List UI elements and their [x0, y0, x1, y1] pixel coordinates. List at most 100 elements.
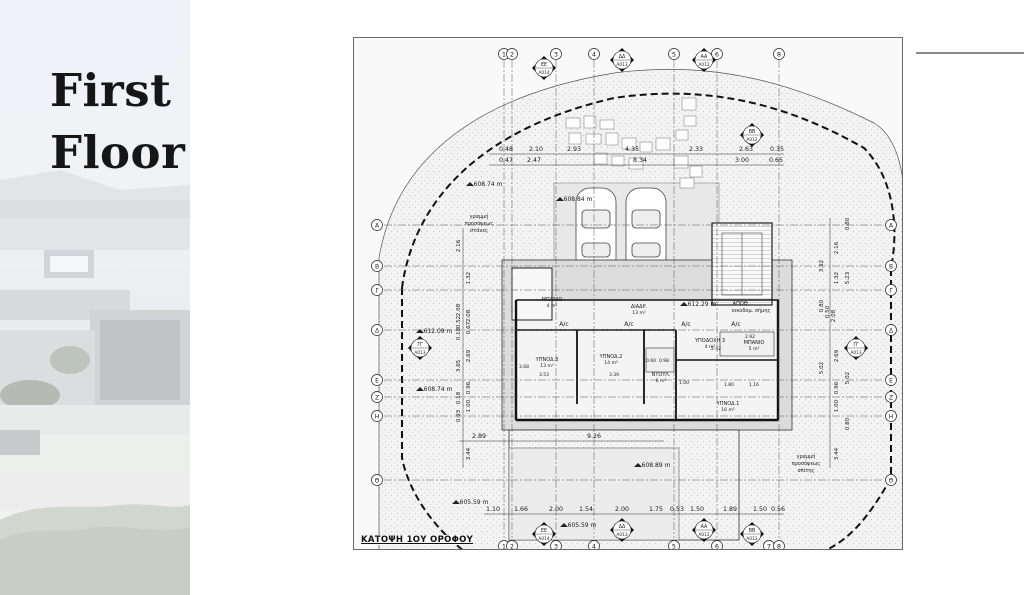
dim-right-vertical: 2.08 — [831, 309, 837, 322]
annotation-text: γραμμή — [470, 213, 489, 220]
ac-label: A/c — [559, 321, 568, 328]
dim-right-vertical: 2.16 — [834, 241, 840, 254]
dim-right-vertical: 3.44 — [834, 447, 840, 460]
setback-line — [401, 92, 896, 549]
grid-label-bottom: 3 — [554, 543, 558, 551]
dim-left-vertical: 1.32 — [466, 272, 472, 284]
section-marker-sheet: A013 — [414, 350, 425, 356]
dim-right-vertical: 0.80 — [819, 299, 825, 312]
grid-label-left: A — [375, 222, 380, 229]
room-dim: 2.42 — [711, 346, 721, 352]
dim-left-vertical: 3.44 — [466, 447, 472, 460]
dim-left-vertical: 0.96 — [466, 381, 472, 394]
room-area: 16 m² — [721, 407, 735, 413]
room-name: ΥΠΝΟΔ.1 — [716, 401, 740, 407]
dim-left-vertical: 0.67 — [466, 321, 472, 334]
grid-label-right: B — [889, 263, 893, 270]
grid-label-bottom: 8 — [777, 543, 781, 551]
grid-label-left: Θ — [375, 477, 380, 484]
grid-bubble-left — [371, 374, 383, 386]
dim-left-vertical: 0.52 — [456, 316, 462, 328]
plan-caption: ΚΑΤΟΨΗ 1ΟΥ ΟΡΟΦΟΥ — [359, 535, 476, 545]
dim-bottom: 1.10 — [486, 506, 500, 513]
dim-right-vertical: 1.32 — [834, 272, 840, 284]
grid-bubble-top — [506, 48, 518, 60]
dim-right-vertical: 5.23 — [845, 271, 851, 284]
dim-top-row2: 2.47 — [527, 157, 541, 164]
dim-right-vertical: 3.92 — [819, 260, 825, 272]
grid-bubble-right — [885, 474, 897, 486]
grid-label-left: B — [375, 263, 379, 270]
dim-right-vertical: 5.02 — [845, 372, 851, 384]
room-name: ΝΤΟΥΛ. — [652, 372, 671, 378]
dim-top-row2: 3.00 — [735, 157, 749, 164]
grid-bubble-top — [711, 48, 723, 60]
grid-bubble-right — [885, 324, 897, 336]
section-marker-sheet: A012 — [746, 137, 757, 143]
room-name: ΜΠΑΝΙΟ — [542, 297, 563, 303]
grid-bubble-top — [550, 48, 562, 60]
annotation-text: στάνες — [470, 227, 488, 234]
grid-label-top: 6 — [715, 51, 719, 59]
house-photo-illustration — [0, 0, 190, 595]
grid-label-top: 3 — [554, 51, 558, 59]
dim-left-vertical: 2.16 — [456, 239, 462, 252]
room-dim: 1.80 — [724, 382, 734, 388]
dim-left-vertical: 0.93 — [456, 409, 462, 422]
dim-right-vertical: 0.50 — [825, 305, 831, 318]
paving-stones — [565, 97, 703, 189]
grid-label-left: Η — [375, 413, 380, 420]
dim-bottom: 1.75 — [649, 506, 663, 513]
grid-bubble-bottom — [550, 540, 562, 549]
dim-top-row1: 2.10 — [529, 146, 543, 153]
annotation-text: γραμμή — [797, 453, 816, 460]
dim-bottom: 1.89 — [723, 506, 737, 513]
grid-bubble-bottom — [588, 540, 600, 549]
grid-bubble-left — [371, 260, 383, 272]
grid-label-bottom: 5 — [672, 543, 676, 551]
accent-rule — [916, 52, 1024, 54]
dim-left-vertical: 1.00 — [466, 399, 472, 412]
grid-label-bottom: 4 — [592, 543, 596, 551]
dim-top-row1: 2.63 — [739, 146, 753, 153]
dim-bottom: 0.53 — [670, 506, 684, 513]
room-name: ΜΠΑΝΙΟ — [744, 340, 765, 346]
grid-bubble-left — [371, 410, 383, 422]
section-marker-code: AA — [701, 54, 708, 60]
room-name: οικοδομ. σήμης — [732, 307, 771, 314]
dim-right-vertical: 0.80 — [845, 417, 851, 430]
dim-bottom: 1.54 — [579, 506, 593, 513]
dim-bottom: 2.00 — [615, 506, 629, 513]
level-marker: 608.89 m — [642, 462, 671, 469]
room-dim: 0.98 — [659, 358, 669, 364]
dim-bottom: 2.00 — [549, 506, 563, 513]
section-marker-code: AA — [701, 524, 708, 530]
section-marker-sheet: A013 — [616, 532, 627, 538]
dim-middle: 2.89 — [472, 433, 486, 440]
grid-bubble-right — [885, 391, 897, 403]
level-marker: 605.59 m — [460, 499, 489, 506]
dim-top-row2: 0.65 — [769, 157, 783, 164]
dim-bottom: 0.56 — [771, 506, 785, 513]
annotation-text: προσόψεως — [792, 460, 821, 467]
grid-label-top: 2 — [510, 51, 514, 59]
section-marker-sheet: A014 — [538, 70, 549, 76]
grid-label-top: 4 — [592, 51, 596, 59]
grid-label-left: Γ — [375, 287, 379, 294]
room-dim: 1.00 — [679, 380, 689, 386]
grid-label-left: Ε — [375, 377, 379, 384]
room-area: 13 m² — [540, 363, 554, 369]
ac-label: A/c — [731, 321, 740, 328]
level-marker: 608.84 m — [564, 196, 593, 203]
level-marker: 608.74 m — [474, 181, 503, 188]
grid-bubble-bottom — [506, 540, 518, 549]
grid-bubble-left — [371, 474, 383, 486]
grid-label-right: A — [889, 222, 894, 229]
annotation-text: σπίτης — [798, 467, 815, 474]
grid-label-top: 8 — [777, 51, 781, 59]
section-marker-sheet: A012 — [698, 532, 709, 538]
level-marker: 612.29 m — [688, 301, 717, 308]
section-marker-code: ΓΓ — [853, 342, 859, 348]
section-marker-sheet: A012 — [698, 62, 709, 68]
